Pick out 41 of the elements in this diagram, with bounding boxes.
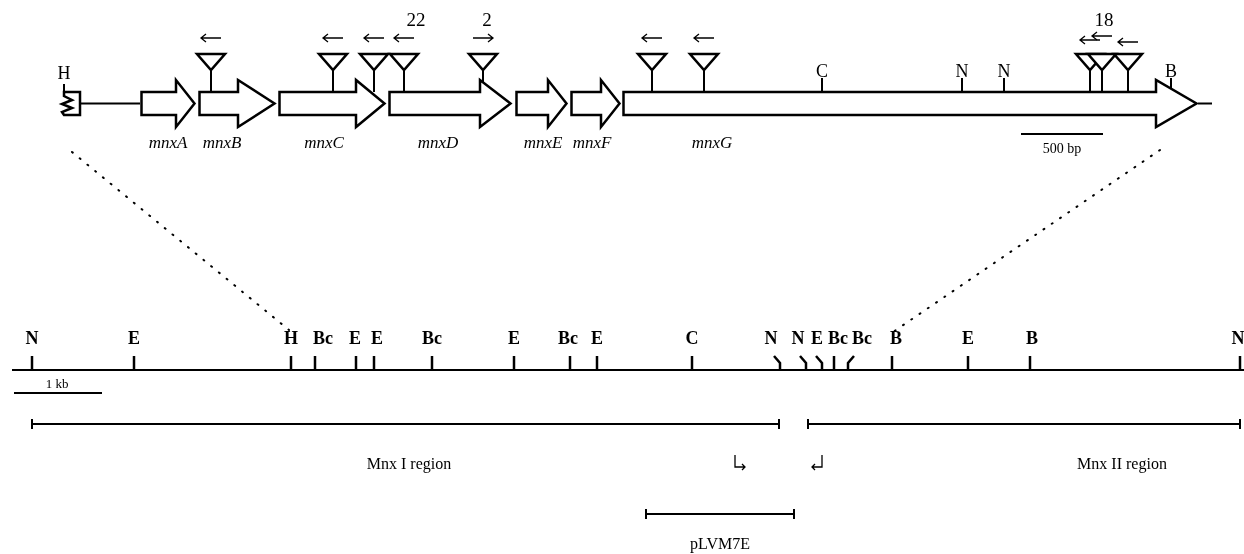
- scale-label: 500 bp: [1042, 142, 1082, 156]
- restriction-site-label: H: [284, 329, 298, 347]
- scale-label: 1 kb: [45, 377, 69, 390]
- restriction-site-label: N: [997, 62, 1011, 80]
- restriction-site-label: B: [1026, 329, 1038, 347]
- restriction-site-label: C: [816, 62, 828, 80]
- plasmid-label: pLVM7E: [690, 536, 750, 552]
- insertion-number: 18: [1094, 10, 1114, 29]
- restriction-site-label: H: [57, 64, 71, 82]
- restriction-site-label: Bc: [852, 329, 872, 347]
- restriction-site-label: E: [508, 329, 520, 347]
- restriction-site-label: N: [25, 329, 39, 347]
- gene-name: mnxC: [304, 134, 344, 151]
- restriction-site-label: E: [811, 329, 823, 347]
- restriction-site-label: E: [371, 329, 383, 347]
- restriction-site-label: E: [349, 329, 361, 347]
- gene-name: mnxA: [148, 134, 188, 151]
- gene-name: mnxG: [691, 134, 733, 151]
- restriction-site-label: E: [128, 329, 140, 347]
- insertion-number: 22: [406, 10, 426, 29]
- restriction-site-label: N: [791, 329, 805, 347]
- insertion-number: 2: [482, 10, 492, 29]
- gene-name: mnxF: [572, 134, 612, 151]
- restriction-site-label: B: [890, 329, 902, 347]
- restriction-site-label: Bc: [313, 329, 333, 347]
- gene-name: mnxB: [202, 134, 242, 151]
- restriction-site-label: N: [1231, 329, 1244, 347]
- restriction-site-label: Bc: [558, 329, 578, 347]
- restriction-site-label: N: [764, 329, 778, 347]
- restriction-site-label: N: [955, 62, 969, 80]
- region-label: Mnx I region: [366, 456, 452, 472]
- restriction-site-label: B: [1165, 62, 1177, 80]
- connecting-line: [80, 102, 141, 105]
- restriction-site-label: E: [962, 329, 974, 347]
- gene-name: mnxD: [417, 134, 459, 151]
- restriction-site-label: C: [685, 329, 699, 347]
- restriction-site-label: Bc: [828, 329, 848, 347]
- restriction-site-label: E: [591, 329, 603, 347]
- region-label: Mnx II region: [1077, 456, 1167, 472]
- gene-name: mnxE: [523, 134, 563, 151]
- restriction-site-label: Bc: [422, 329, 442, 347]
